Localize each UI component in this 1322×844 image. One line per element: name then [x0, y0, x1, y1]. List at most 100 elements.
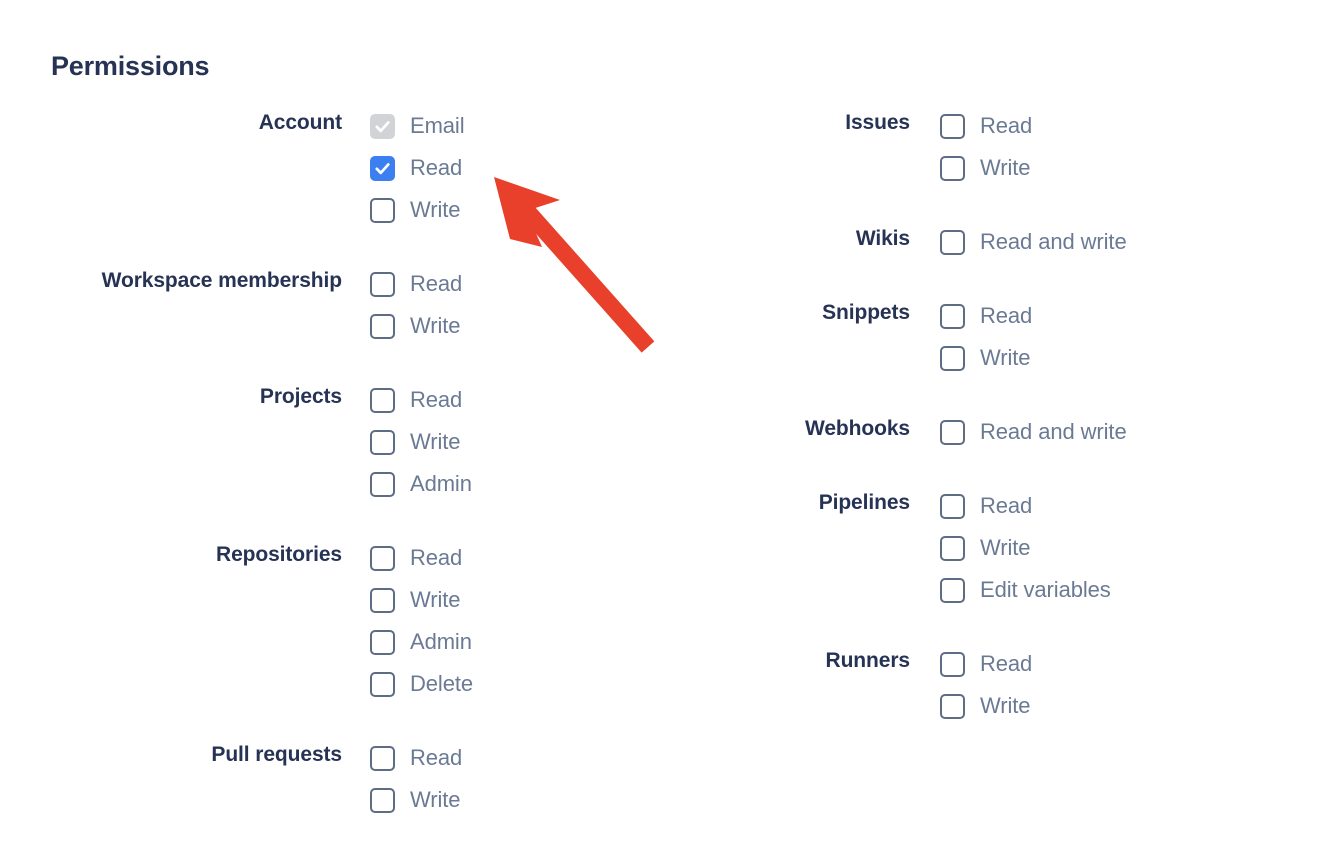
permission-option-label: Read — [410, 745, 463, 770]
permission-option-row[interactable]: Write — [370, 579, 473, 621]
permission-option-row[interactable]: Admin — [370, 621, 473, 663]
checkbox-read[interactable] — [940, 113, 965, 139]
checkbox-read[interactable] — [940, 303, 965, 329]
checkbox-read-and-write[interactable] — [940, 419, 965, 445]
permission-option-row[interactable]: Delete — [370, 663, 473, 705]
permission-option-row[interactable]: Read — [940, 105, 1032, 147]
checkmark-icon — [375, 162, 390, 174]
checkbox-read[interactable] — [940, 493, 965, 519]
checkbox-email — [370, 113, 395, 139]
permission-option-label: Write — [980, 535, 1031, 560]
checkbox-read[interactable] — [370, 545, 395, 571]
permission-option-label: Write — [410, 587, 461, 612]
checkbox-read[interactable] — [370, 387, 395, 413]
checkbox-write[interactable] — [370, 787, 395, 813]
checkbox-read[interactable] — [370, 271, 395, 297]
permission-group-label: Webhooks — [805, 417, 910, 440]
permission-option-label: Delete — [410, 671, 473, 696]
permission-option-row[interactable]: Write — [370, 421, 472, 463]
checkbox-write[interactable] — [940, 693, 965, 719]
permission-option-row[interactable]: Write — [940, 337, 1032, 379]
permission-option-row[interactable]: Admin — [370, 463, 472, 505]
checkbox-read[interactable] — [940, 651, 965, 677]
permission-option-row[interactable]: Write — [370, 189, 465, 231]
permission-option-row[interactable]: Read and write — [940, 221, 1127, 263]
checkbox-write[interactable] — [940, 155, 965, 181]
permission-option-label: Read — [980, 493, 1033, 518]
permission-option-label: Read and write — [980, 229, 1127, 254]
permission-group-label: Wikis — [855, 227, 910, 250]
permission-option-label: Read and write — [980, 419, 1127, 444]
permission-option-label: Read — [980, 651, 1033, 676]
permission-option-row[interactable]: Write — [370, 779, 462, 821]
permission-option-label: Read — [410, 545, 463, 570]
permission-option-row[interactable]: Read — [370, 147, 465, 189]
permission-group-label: Repositories — [216, 543, 342, 566]
permission-option-label: Write — [980, 693, 1031, 718]
permission-option-label: Admin — [410, 471, 472, 496]
permission-option-row[interactable]: Read — [940, 485, 1111, 527]
checkbox-read[interactable] — [370, 155, 395, 181]
permission-option-label: Admin — [410, 629, 472, 654]
permission-group-label: Workspace membership — [101, 269, 342, 292]
permission-option-row[interactable]: Write — [370, 305, 462, 347]
permission-option-row[interactable]: Write — [940, 147, 1032, 189]
permission-option-row[interactable]: Email — [370, 105, 465, 147]
permission-option-label: Email — [410, 113, 465, 138]
checkbox-write[interactable] — [940, 345, 965, 371]
checkbox-admin[interactable] — [370, 629, 395, 655]
checkbox-write[interactable] — [370, 313, 395, 339]
permission-option-label: Read — [980, 113, 1033, 138]
permission-option-label: Read — [410, 387, 463, 412]
permission-option-row[interactable]: Read — [370, 537, 473, 579]
checkbox-write[interactable] — [370, 197, 395, 223]
permission-option-row[interactable]: Read — [370, 737, 462, 779]
permission-option-row[interactable]: Edit variables — [940, 569, 1111, 611]
permission-option-label: Write — [410, 313, 461, 338]
permission-option-row[interactable]: Read — [940, 295, 1032, 337]
permission-option-row[interactable]: Read — [370, 379, 472, 421]
permission-option-label: Read — [980, 303, 1033, 328]
permission-option-label: Write — [410, 197, 461, 222]
page-title: Permissions — [51, 51, 210, 81]
permission-option-label: Write — [980, 345, 1031, 370]
permission-option-row[interactable]: Read — [940, 643, 1032, 685]
permission-option-label: Read — [410, 271, 463, 296]
checkbox-write[interactable] — [940, 535, 965, 561]
checkbox-admin[interactable] — [370, 471, 395, 497]
permission-group: Wikis Read and write — [600, 221, 1300, 263]
checkbox-read-and-write[interactable] — [940, 229, 965, 255]
permission-option-list: Read and write — [940, 411, 1127, 453]
checkbox-delete[interactable] — [370, 671, 395, 697]
permission-group-label: Snippets — [822, 301, 910, 324]
checkbox-read[interactable] — [370, 745, 395, 771]
permission-option-label: Read — [410, 155, 463, 180]
permission-option-row[interactable]: Read — [370, 263, 462, 305]
permission-group-label: Pipelines — [818, 491, 910, 514]
permission-option-row[interactable]: Read and write — [940, 411, 1127, 453]
checkbox-edit-variables[interactable] — [940, 577, 965, 603]
permission-option-row[interactable]: Write — [940, 527, 1111, 569]
permission-option-list: Read and write — [940, 221, 1127, 263]
permission-group-label: Runners — [825, 649, 911, 672]
permission-group-label: Issues — [845, 111, 910, 134]
checkbox-write[interactable] — [370, 429, 395, 455]
checkmark-icon — [375, 120, 390, 132]
permission-option-row[interactable]: Write — [940, 685, 1032, 727]
permission-option-label: Write — [410, 429, 461, 454]
checkbox-write[interactable] — [370, 587, 395, 613]
